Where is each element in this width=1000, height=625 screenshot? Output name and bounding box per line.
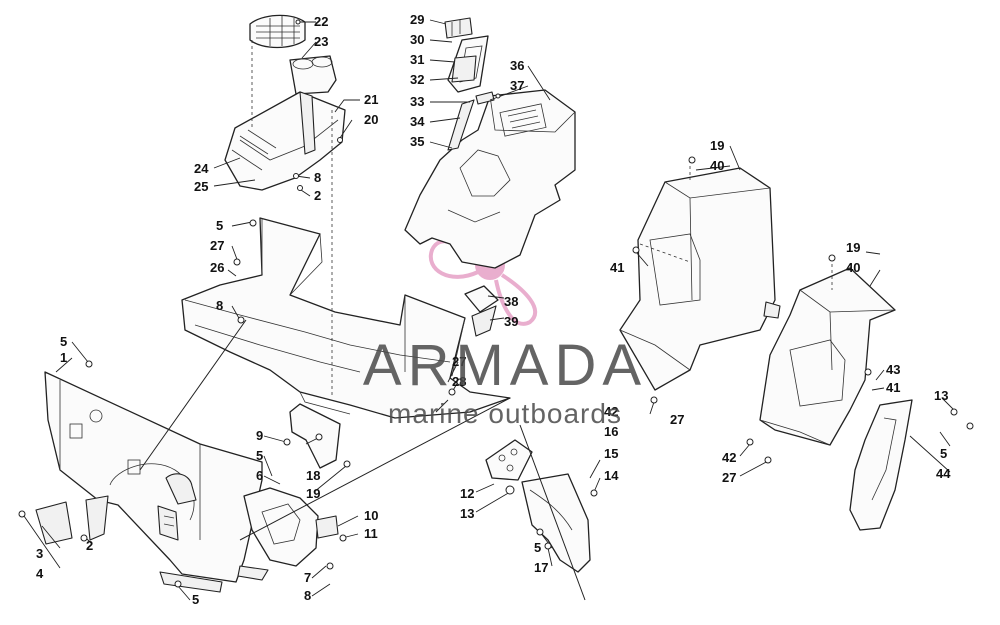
right-side-panel-lower xyxy=(759,267,896,446)
bracket-18 xyxy=(289,403,341,469)
callout-14: 14 xyxy=(604,468,619,483)
callout-41-lower: 41 xyxy=(886,380,900,395)
callout-31: 31 xyxy=(410,52,424,67)
callout-8-floor: 8 xyxy=(216,298,223,313)
callout-12: 12 xyxy=(460,486,474,501)
callout-39: 39 xyxy=(504,314,518,329)
callout-11: 11 xyxy=(364,526,378,541)
callout-44: 44 xyxy=(936,466,951,481)
fasteners xyxy=(18,19,974,588)
callout-43: 43 xyxy=(886,362,900,377)
callout-8-top: 8 xyxy=(314,170,321,185)
alignment-lines xyxy=(139,40,833,601)
callout-3: 3 xyxy=(36,546,43,561)
callout-35: 35 xyxy=(410,134,424,149)
callout-26: 26 xyxy=(210,260,224,275)
callout-8-bottom: 8 xyxy=(304,588,311,603)
callout-2-top: 2 xyxy=(314,188,321,203)
callout-32: 32 xyxy=(410,72,424,87)
callout-28: 28 xyxy=(452,374,466,389)
callout-40-upper: 40 xyxy=(710,158,724,173)
bracket-38-39 xyxy=(464,285,499,337)
callout-24: 24 xyxy=(194,161,209,176)
dash-upper-group xyxy=(224,14,346,191)
shifter-parts xyxy=(444,17,495,151)
side-trim-44 xyxy=(849,399,913,531)
callout-5-bottom: 5 xyxy=(192,592,199,607)
watermark-tagline: marine outboards xyxy=(388,398,622,429)
callout-42-center: 42 xyxy=(604,404,618,419)
callout-27-right-lower: 27 xyxy=(722,470,736,485)
callout-6: 6 xyxy=(256,468,263,483)
callout-34: 34 xyxy=(410,114,425,129)
callout-19-mid: 19 xyxy=(306,486,320,501)
callout-37: 37 xyxy=(510,78,524,93)
callout-19-right-lower: 19 xyxy=(846,240,860,255)
callout-5-right: 5 xyxy=(940,446,947,461)
callout-5-mid: 5 xyxy=(256,448,263,463)
callout-16: 16 xyxy=(604,424,618,439)
callout-9: 9 xyxy=(256,428,263,443)
center-console xyxy=(404,89,576,269)
callout-33: 33 xyxy=(410,94,424,109)
callout-25: 25 xyxy=(194,179,208,194)
callout-2-bottom: 2 xyxy=(86,538,93,553)
watermark-brand: ARMADA xyxy=(362,333,648,398)
callout-15: 15 xyxy=(604,446,618,461)
callout-27-right: 27 xyxy=(670,412,684,427)
callout-38: 38 xyxy=(504,294,518,309)
callout-23: 23 xyxy=(314,34,328,49)
floor-pan xyxy=(181,217,511,419)
front-panel-assembly xyxy=(35,371,269,593)
callout-7: 7 xyxy=(304,570,311,585)
bracket-12 xyxy=(485,439,533,481)
callout-36: 36 xyxy=(510,58,524,73)
callout-19-right-upper: 19 xyxy=(710,138,724,153)
callout-29: 29 xyxy=(410,12,424,27)
callout-5-left: 5 xyxy=(60,334,67,349)
callout-10: 10 xyxy=(364,508,378,523)
callout-labels: 22 23 21 20 24 25 8 2 29 30 31 32 33 34 … xyxy=(36,12,951,607)
callout-20: 20 xyxy=(364,112,378,127)
callout-30: 30 xyxy=(410,32,424,47)
kick-panel xyxy=(243,487,339,567)
callout-22: 22 xyxy=(314,14,328,29)
callout-27-floor: 27 xyxy=(210,238,224,253)
callout-40-lower: 40 xyxy=(846,260,860,275)
callout-27-center: 27 xyxy=(452,354,466,369)
callout-42-right: 42 xyxy=(722,450,736,465)
callout-13-right: 13 xyxy=(934,388,948,403)
callout-5-floor: 5 xyxy=(216,218,223,233)
callout-18: 18 xyxy=(306,468,320,483)
callout-1: 1 xyxy=(60,350,67,365)
callout-5-fender: 5 xyxy=(534,540,541,555)
callout-4: 4 xyxy=(36,566,44,581)
right-side-panel-upper xyxy=(619,167,781,391)
callout-13-center: 13 xyxy=(460,506,474,521)
callout-17: 17 xyxy=(534,560,548,575)
callout-41-upper: 41 xyxy=(610,260,624,275)
callout-21: 21 xyxy=(364,92,378,107)
